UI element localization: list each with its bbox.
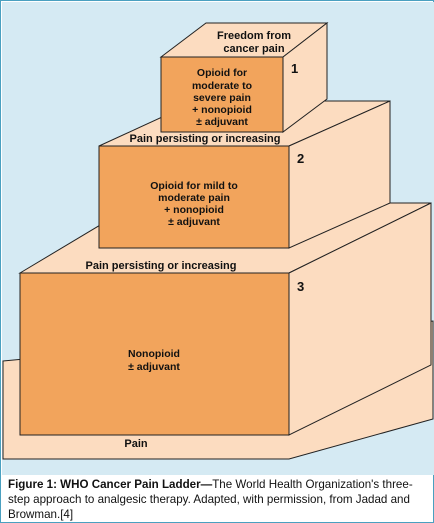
step1-line5: ± adjuvant: [196, 116, 248, 128]
step1-number: 1: [291, 61, 298, 76]
step2-line2: moderate pain: [158, 192, 230, 204]
step1-line2: moderate to: [192, 80, 252, 92]
step2-line1: Opioid for mild to: [150, 180, 238, 192]
caption-text: The World Health Organization's three-st…: [8, 478, 413, 521]
step3-line2: ± adjuvant: [128, 361, 180, 373]
base-label: Pain: [124, 438, 148, 450]
ledge-label-upper: Pain persisting or increasing: [130, 133, 281, 145]
caption-title: Figure 1: WHO Cancer Pain Ladder—: [8, 478, 213, 491]
ledge-label-lower: Pain persisting or increasing: [86, 260, 237, 272]
step2-line3: + nonopioid: [164, 204, 224, 216]
step2-front-face: [98, 145, 290, 249]
step1-line1: Opioid for: [197, 67, 247, 79]
step1-front-face: [160, 56, 284, 133]
step1-line3: severe pain: [193, 92, 251, 104]
step3-number: 3: [297, 279, 304, 294]
step2-line4: ± adjuvant: [168, 216, 220, 228]
step1-line4: + nonopioid: [192, 104, 252, 116]
pain-ladder-diagram: Freedom from cancer pain Opioid for mode…: [2, 21, 434, 460]
top-label-line2: cancer pain: [223, 43, 284, 55]
top-label-line1: Freedom from: [217, 30, 291, 42]
step3-line1: Nonopioid: [128, 348, 180, 360]
figure-caption: Figure 1: WHO Cancer Pain Ladder—The Wor…: [8, 477, 430, 523]
step2-number: 2: [297, 151, 304, 166]
step3-front-face: [19, 272, 290, 436]
